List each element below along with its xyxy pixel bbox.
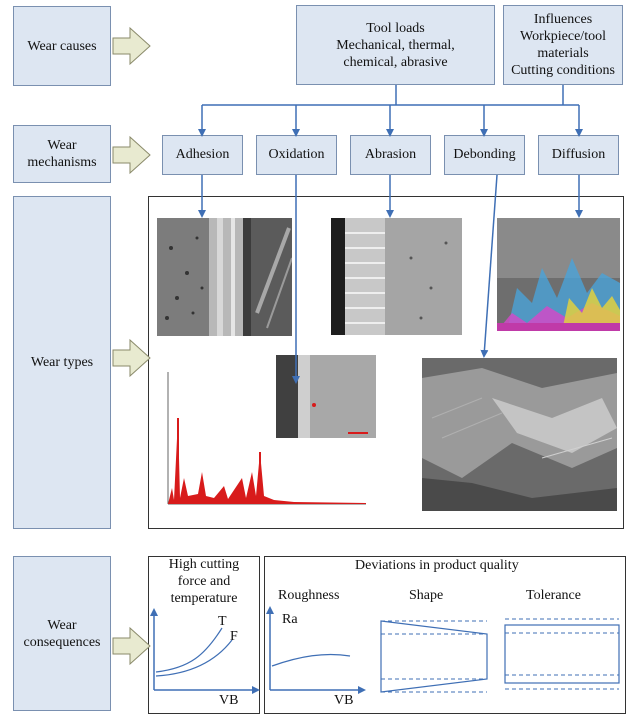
- roughness-curve: [271, 653, 351, 667]
- force-temperature-panel: [148, 556, 260, 714]
- mechanism-diffusion-label: Diffusion: [551, 147, 606, 162]
- oxidation-sem-svg: [276, 355, 376, 438]
- chevron-arrow-types: [112, 338, 151, 378]
- force-title-line1: High cutting: [168, 557, 240, 572]
- debonding-sem-image: [422, 358, 617, 511]
- force-title-line2: force and: [177, 574, 231, 589]
- wear-causes-label: Wear causes: [13, 6, 111, 86]
- wear-types-label: Wear types: [13, 196, 111, 529]
- abrasion-sem-image: [331, 218, 462, 335]
- debonding-sem-svg: [422, 358, 617, 511]
- tool-loads-line1: Tool loads: [366, 20, 425, 36]
- influences-line2: Workpiece/tool: [520, 29, 606, 44]
- tool-loads-box: Tool loads Mechanical, thermal, chemical…: [296, 5, 495, 85]
- abrasion-sem-svg: [331, 218, 462, 335]
- mechanism-debonding-label: Debonding: [453, 147, 516, 162]
- curve-f: [155, 639, 233, 677]
- wear-consequences-line2: consequences: [23, 634, 101, 650]
- curve-f-label: F: [230, 629, 238, 644]
- quality-title: Deviations in product quality: [355, 558, 519, 573]
- tool-loads-line2: Mechanical, thermal,: [336, 37, 455, 53]
- oxidation-sem-image: [276, 355, 376, 438]
- chevron-arrow-consequences: [112, 626, 151, 666]
- wear-types-text: Wear types: [30, 355, 94, 370]
- product-quality-panel: [264, 556, 626, 714]
- influences-line4: Cutting conditions: [511, 63, 615, 78]
- force-title: High cutting force and temperature: [148, 556, 260, 607]
- chevron-arrow-causes: [112, 26, 151, 66]
- wear-consequences-label: Wear consequences: [13, 556, 111, 711]
- diffusion-map-image: [497, 218, 620, 331]
- tolerance-label: Tolerance: [526, 588, 581, 603]
- wear-causes-text: Wear causes: [27, 38, 97, 54]
- adhesion-sem-svg: [157, 218, 292, 336]
- curve-t-label: T: [218, 614, 227, 629]
- shape-outline: [380, 620, 488, 693]
- mechanism-oxidation-label: Oxidation: [268, 147, 325, 162]
- wear-consequences-line1: Wear: [47, 617, 77, 633]
- roughness-label: Roughness: [278, 588, 340, 603]
- influences-line1: Influences: [533, 12, 593, 27]
- mechanism-adhesion: Adhesion: [162, 135, 243, 175]
- tolerance-outline: [504, 624, 620, 684]
- vb-label-1: VB: [219, 693, 239, 708]
- mechanism-abrasion-label: Abrasion: [364, 147, 417, 162]
- arrow-debonding-image: [480, 174, 498, 358]
- mechanism-debonding: Debonding: [444, 135, 525, 175]
- mechanism-adhesion-label: Adhesion: [175, 147, 230, 162]
- curve-t: [155, 627, 223, 673]
- wear-mechanisms-line2: mechanisms: [27, 155, 97, 170]
- mechanism-diffusion: Diffusion: [538, 135, 619, 175]
- influences-line3: materials: [537, 46, 589, 61]
- chevron-arrow-mechanisms: [112, 135, 151, 175]
- mechanism-oxidation: Oxidation: [256, 135, 337, 175]
- vb-label-2: VB: [334, 693, 354, 708]
- influences-box: Influences Workpiece/tool materials Cutt…: [503, 5, 623, 85]
- force-title-line3: temperature: [170, 591, 238, 606]
- wear-mechanisms-label: Wear mechanisms: [13, 125, 111, 183]
- shape-label: Shape: [409, 588, 444, 603]
- tool-loads-line3: chemical, abrasive: [343, 54, 448, 70]
- mechanism-abrasion: Abrasion: [350, 135, 431, 175]
- wear-mechanisms-line1: Wear: [47, 138, 77, 153]
- ra-label: Ra: [282, 612, 298, 627]
- adhesion-sem-image: [157, 218, 292, 336]
- diffusion-map-svg: [497, 218, 620, 331]
